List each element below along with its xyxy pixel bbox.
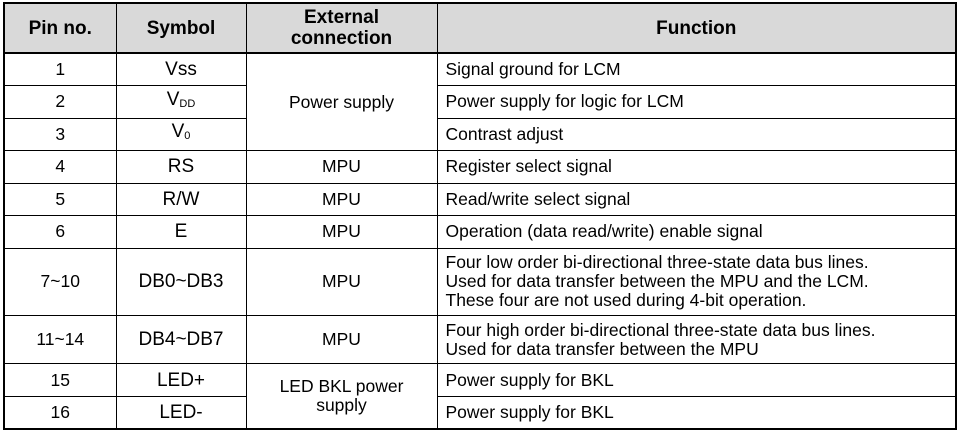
pin-function: Power supply for BKL <box>436 395 957 430</box>
symbol-main: DB0~DB3 <box>138 271 224 293</box>
pin-symbol: LED+ <box>115 363 247 397</box>
pin-number: 4 <box>3 150 117 184</box>
header-pin-no: Pin no. <box>3 2 117 54</box>
symbol-main: V <box>171 121 185 143</box>
table-row: 2 VDD Power supply for logic for LCM <box>3 85 957 119</box>
pin-number: 11~14 <box>3 314 117 365</box>
header-row: Pin no. Symbol External connection Funct… <box>3 2 957 54</box>
pin-function: Power supply for logic for LCM <box>436 85 957 119</box>
symbol-subscript: 0 <box>184 130 191 143</box>
pin-number: 7~10 <box>3 247 117 316</box>
pin-symbol: DB0~DB3 <box>115 247 247 316</box>
table-row: 3 V0 Contrast adjust <box>3 117 957 152</box>
symbol-main: R/W <box>162 188 200 210</box>
pin-number: 2 <box>3 85 117 119</box>
table-row: 5 R/W MPU Read/write select signal <box>3 182 957 217</box>
external-connection: MPU <box>245 150 438 184</box>
header-symbol: Symbol <box>115 2 247 54</box>
symbol-subscript: DD <box>179 97 196 110</box>
symbol-main: DB4~DB7 <box>138 329 224 351</box>
pin-number: 15 <box>3 363 117 397</box>
pin-symbol: E <box>115 215 247 249</box>
external-connection: Power supply <box>245 52 438 152</box>
table-row: 11~14 DB4~DB7 MPU Four high order bi-dir… <box>3 314 957 365</box>
symbol-main: LED+ <box>156 369 206 391</box>
pin-number: 3 <box>3 117 117 152</box>
pin-number: 16 <box>3 395 117 430</box>
pin-symbol: R/W <box>115 182 247 217</box>
symbol-main: RS <box>167 156 195 178</box>
external-connection: MPU <box>245 247 438 316</box>
symbol-main: Vss <box>165 59 197 80</box>
pin-description-table: Pin no. Symbol External connection Funct… <box>3 2 957 430</box>
external-connection: LED BKL power supply <box>245 363 438 430</box>
header-external-connection: External connection <box>245 2 438 54</box>
pin-number: 1 <box>3 52 117 87</box>
pin-function: Four low order bi-directional three-stat… <box>436 247 957 316</box>
pin-number: 6 <box>3 215 117 249</box>
pin-function: Power supply for BKL <box>436 363 957 397</box>
table-row: 15 LED+ LED BKL power supply Power suppl… <box>3 363 957 430</box>
pin-symbol: LED- <box>115 395 247 430</box>
symbol-main: V <box>166 88 180 110</box>
pin-number: 5 <box>3 182 117 217</box>
pin-function: Contrast adjust <box>436 117 957 152</box>
table-row: 1 Vss Power supply Signal ground for LCM <box>3 52 957 152</box>
pin-symbol: DB4~DB7 <box>115 314 247 365</box>
external-connection: MPU <box>245 314 438 365</box>
symbol-main: LED- <box>159 401 203 423</box>
pin-function: Register select signal <box>436 150 957 184</box>
pin-symbol: RS <box>115 150 247 184</box>
external-connection: MPU <box>245 182 438 217</box>
table-row: 16 LED- Power supply for BKL <box>3 395 957 430</box>
table-row: 6 E MPU Operation (data read/write) enab… <box>3 215 957 249</box>
pin-symbol: V0 <box>115 117 247 152</box>
header-function: Function <box>436 2 957 54</box>
pin-function: Operation (data read/write) enable signa… <box>436 215 957 249</box>
pin-symbol: VDD <box>115 85 247 119</box>
pin-function: Read/write select signal <box>436 182 957 217</box>
pin-function: Signal ground for LCM <box>436 52 957 87</box>
table-row: 4 RS MPU Register select signal <box>3 150 957 184</box>
external-connection: MPU <box>245 215 438 249</box>
pin-symbol: Vss <box>115 52 247 87</box>
pin-function: Four high order bi-directional three-sta… <box>436 314 957 365</box>
table-row: 7~10 DB0~DB3 MPU Four low order bi-direc… <box>3 247 957 316</box>
symbol-main: E <box>174 221 188 243</box>
